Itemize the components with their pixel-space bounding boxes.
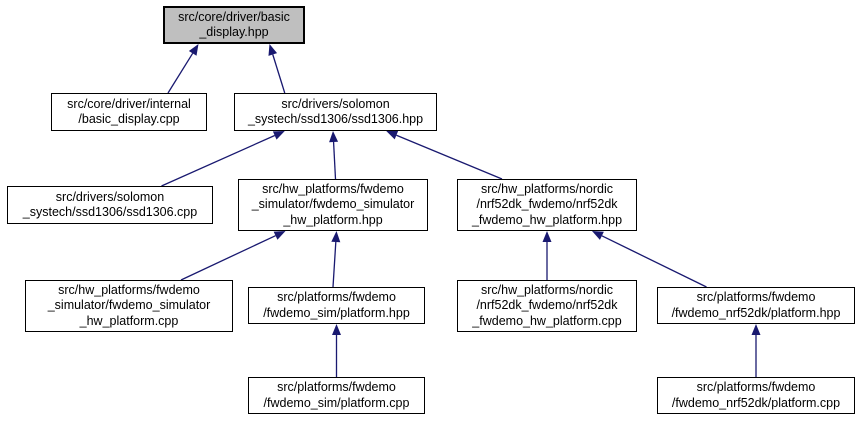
node-label: src/drivers/solomon _systech/ssd1306/ssd… [22,189,198,219]
node-fwdemo-simulator-hw-platform-hpp[interactable]: src/hw_platforms/fwdemo _simulator/fwdem… [238,179,428,231]
node-label: src/hw_platforms/nordic /nrf52dk_fwdemo/… [472,283,622,328]
node-fwdemo-sim-platform-cpp[interactable]: src/platforms/fwdemo /fwdemo_sim/platfor… [248,377,425,414]
node-nrf52dk-fwdemo-hw-platform-cpp[interactable]: src/hw_platforms/nordic /nrf52dk_fwdemo/… [457,280,637,332]
dependency-edge-line [180,235,276,281]
dependency-arrowhead [272,131,285,140]
dependency-edge-line [332,141,337,180]
dependency-arrowhead [332,324,341,335]
node-nrf52dk-fwdemo-hw-platform-hpp[interactable]: src/hw_platforms/nordic /nrf52dk_fwdemo/… [457,179,637,231]
dependency-edge-line [167,52,194,94]
dependency-arrowhead [273,231,286,240]
node-fwdemo-sim-platform-hpp[interactable]: src/platforms/fwdemo /fwdemo_sim/platfor… [248,287,425,324]
dependency-arrowhead [188,44,199,56]
node-label: src/hw_platforms/fwdemo _simulator/fwdem… [47,283,211,328]
node-fwdemo-nrf52dk-platform-hpp[interactable]: src/platforms/fwdemo /fwdemo_nrf52dk/pla… [657,287,855,324]
node-basic-display-hpp: src/core/driver/basic _display.hpp [163,6,305,44]
dependency-arrowhead [751,324,761,335]
node-label: src/core/driver/internal /basic_display.… [67,96,191,126]
dependency-arrowhead [386,131,399,140]
dependency-arrowhead [331,231,341,243]
node-basic-display-cpp[interactable]: src/core/driver/internal /basic_display.… [51,93,207,131]
dependency-edge-line [396,134,503,180]
node-label: src/platforms/fwdemo /fwdemo_sim/platfor… [263,380,410,410]
dependency-arrowhead [329,131,339,143]
node-fwdemo-simulator-hw-platform-cpp[interactable]: src/hw_platforms/fwdemo _simulator/fwdem… [25,280,233,332]
dependency-arrowhead [268,44,278,56]
node-label: src/drivers/solomon _systech/ssd1306/ssd… [247,96,424,126]
node-ssd1306-hpp[interactable]: src/drivers/solomon _systech/ssd1306/ssd… [234,93,437,131]
dependency-arrowhead [542,231,552,242]
node-label: src/platforms/fwdemo /fwdemo_nrf52dk/pla… [671,380,841,410]
dependency-edge-line [272,54,286,94]
dependency-edge-line [332,241,337,288]
node-label: src/core/driver/basic _display.hpp [178,9,290,39]
node-label: src/platforms/fwdemo /fwdemo_sim/platfor… [263,290,410,320]
node-fwdemo-nrf52dk-platform-cpp[interactable]: src/platforms/fwdemo /fwdemo_nrf52dk/pla… [657,377,855,414]
node-label: src/hw_platforms/fwdemo _simulator/fwdem… [251,182,415,227]
node-label: src/hw_platforms/nordic /nrf52dk_fwdemo/… [471,182,623,227]
dependency-arrowhead [592,231,604,240]
node-label: src/platforms/fwdemo /fwdemo_nrf52dk/pla… [671,290,841,320]
node-ssd1306-cpp[interactable]: src/drivers/solomon _systech/ssd1306/ssd… [7,186,213,224]
